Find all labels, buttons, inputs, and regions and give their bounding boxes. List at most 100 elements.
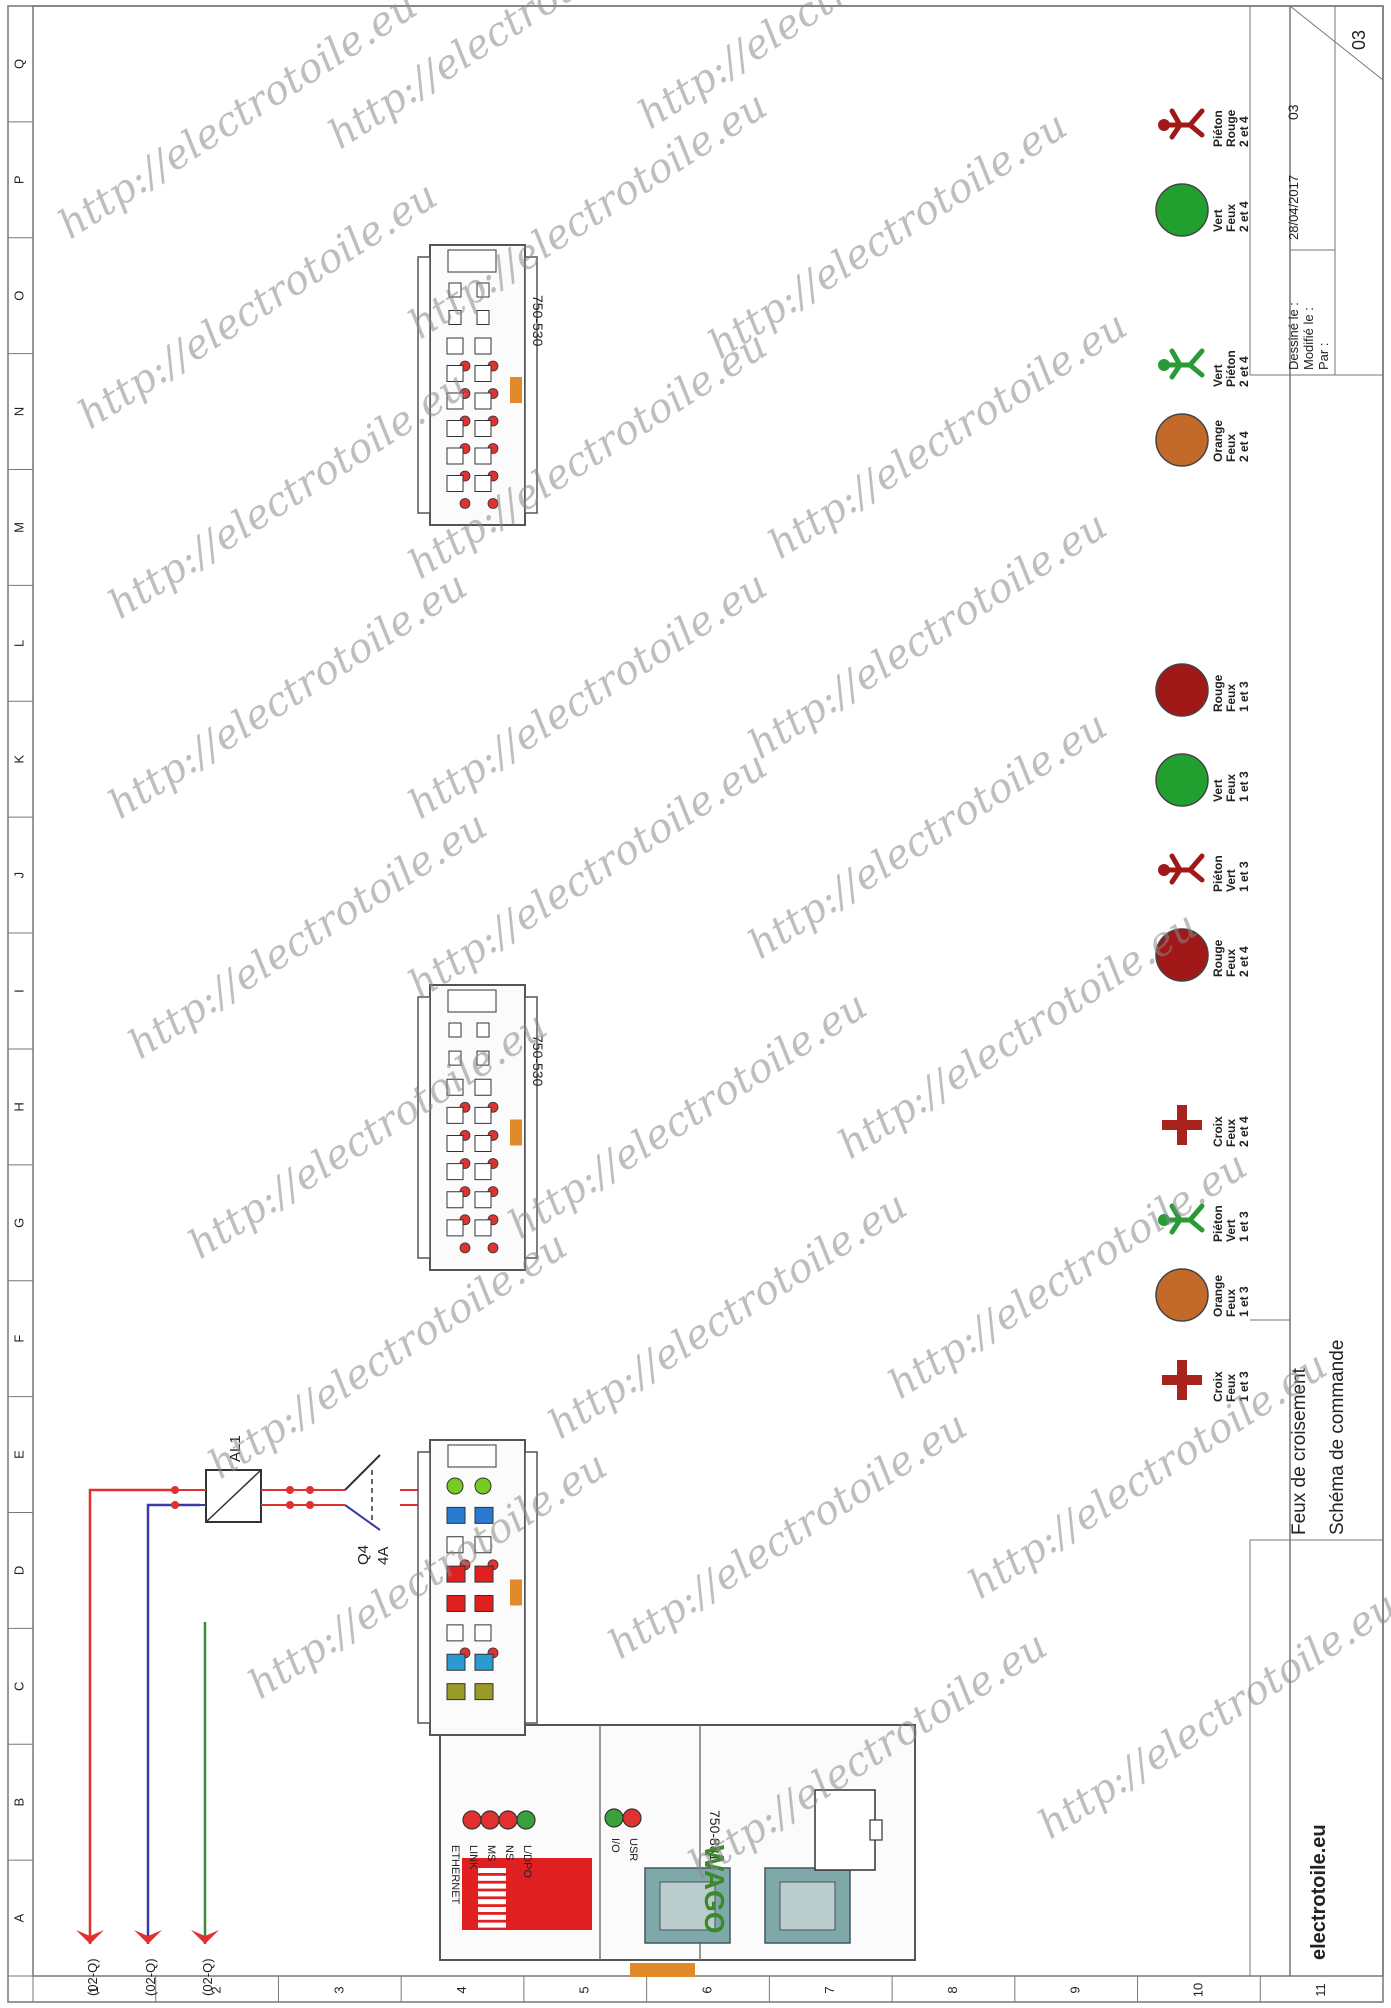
traffic-light-label: Orange bbox=[1211, 1275, 1225, 1317]
grid-col-label: H bbox=[11, 1102, 26, 1111]
sheet-number-small: 03 bbox=[1285, 104, 1301, 120]
io-module-strip bbox=[417, 1439, 538, 1736]
traffic-light-label: 1 et 3 bbox=[1237, 681, 1251, 712]
watermark-text: http://electrotoile.eu bbox=[700, 103, 1075, 369]
status-led bbox=[516, 1810, 536, 1830]
grid-col-label: I bbox=[11, 989, 26, 993]
module-model: 750-530 bbox=[530, 295, 546, 347]
author-label: Par : bbox=[1316, 343, 1331, 370]
traffic-light-label: Rouge bbox=[1211, 674, 1225, 712]
status-led bbox=[604, 1808, 624, 1828]
breaker-label: Q4 bbox=[355, 1545, 372, 1565]
grid-col-label: O bbox=[11, 291, 26, 301]
watermark-text: http://electrotoile.eu bbox=[600, 1403, 975, 1669]
modified-label: Modifié le : bbox=[1301, 307, 1316, 370]
traffic-light-label: 1 et 3 bbox=[1237, 771, 1251, 802]
traffic-light-label: Feux bbox=[1224, 434, 1238, 462]
grid-col-label: A bbox=[11, 1913, 26, 1922]
traffic-light-label: Feux bbox=[1224, 1119, 1238, 1147]
grid-row-label: 3 bbox=[331, 1986, 346, 1993]
traffic-light-label: Croix bbox=[1211, 1116, 1225, 1147]
arrow-marker bbox=[191, 1930, 219, 1944]
traffic-light-label: Feux bbox=[1224, 774, 1238, 802]
traffic-light-label: Rouge bbox=[1211, 939, 1225, 977]
grid-row-label: 6 bbox=[699, 1986, 714, 1993]
grid-row-label: 2 bbox=[209, 1986, 224, 1993]
traffic-light-label: 1 et 3 bbox=[1237, 861, 1251, 892]
traffic-light-label: Feux bbox=[1224, 684, 1238, 712]
traffic-light-label: Feux bbox=[1224, 204, 1238, 232]
grid-col-label: D bbox=[11, 1566, 26, 1575]
drawing-subtitle: Schéma de commande bbox=[1327, 1340, 1348, 1535]
project-title: Feux de croisement bbox=[1289, 1367, 1310, 1535]
din-clip bbox=[630, 1963, 695, 1977]
coupler-led-label: MS bbox=[485, 1845, 497, 1862]
status-led bbox=[462, 1810, 482, 1830]
grid-row-label: 11 bbox=[1313, 1983, 1328, 1997]
coupler-model: 750-881 bbox=[707, 1810, 723, 1862]
watermark-layer: http://electrotoile.euhttp://electrotoil… bbox=[50, 0, 1391, 1888]
coupler-led-label: I/O bbox=[609, 1838, 621, 1853]
traffic-light-label: Piéton bbox=[1211, 855, 1225, 892]
io-modules: 750-530 750-530 bbox=[417, 244, 546, 1736]
drawn-date: 28/04/2017 bbox=[1286, 175, 1301, 240]
grid-col-label: Q bbox=[11, 59, 26, 69]
grid-col-label: L bbox=[11, 640, 26, 647]
grid-col-label: M bbox=[11, 522, 26, 533]
arrow-marker bbox=[76, 1930, 104, 1944]
traffic-light-label: Piéton bbox=[1211, 110, 1225, 147]
traffic-light-label: 2 et 4 bbox=[1237, 116, 1251, 147]
traffic-light-label: Piéton bbox=[1211, 1205, 1225, 1242]
traffic-light-label: Feux bbox=[1224, 1289, 1238, 1317]
traffic-light-label: 2 et 4 bbox=[1237, 356, 1251, 387]
grid-col-label: E bbox=[11, 1450, 26, 1459]
reference-3: (02-Q) bbox=[200, 1958, 215, 1996]
power-supply-label: AL1 bbox=[227, 1435, 244, 1462]
arrow-marker bbox=[134, 1930, 162, 1944]
grid-col-label: J bbox=[11, 872, 26, 879]
grid-col-label: F bbox=[11, 1335, 26, 1343]
status-led bbox=[480, 1810, 500, 1830]
dip-switch[interactable] bbox=[462, 1858, 592, 1930]
coupler-led-label: NS bbox=[503, 1845, 515, 1860]
grid-row-label: 7 bbox=[822, 1986, 837, 1993]
grid-row-label: 9 bbox=[1068, 1986, 1083, 1993]
coupler-label-slot bbox=[814, 1789, 876, 1871]
traffic-light-label: Vert bbox=[1211, 364, 1225, 387]
incoming-wiring: (02-Q) (02-Q) (02-Q) bbox=[76, 1488, 219, 1996]
wago-logo: WAGO bbox=[699, 1845, 730, 1934]
coupler-led-label: L/DPO bbox=[521, 1845, 533, 1878]
traffic-light-label: 1 et 3 bbox=[1237, 1286, 1251, 1317]
traffic-light-label: Feux bbox=[1224, 1374, 1238, 1402]
traffic-light-label: 2 et 4 bbox=[1237, 431, 1251, 462]
traffic-light-label: 1 et 3 bbox=[1237, 1371, 1251, 1402]
watermark-text: http://electrotoile.eu bbox=[630, 0, 1005, 138]
grid-col-label: B bbox=[11, 1798, 26, 1807]
reference-2: (02-Q) bbox=[143, 1958, 158, 1996]
status-led bbox=[622, 1808, 642, 1828]
traffic-light-label: Vert bbox=[1211, 779, 1225, 802]
grid-col-label: C bbox=[11, 1682, 26, 1691]
traffic-light-label: 2 et 4 bbox=[1237, 201, 1251, 232]
grid-row-label: 8 bbox=[945, 1986, 960, 1993]
coupler-led-label: USR bbox=[627, 1838, 639, 1861]
grid-row-label: 10 bbox=[1190, 1983, 1205, 1997]
traffic-light-label: Vert bbox=[1224, 1219, 1238, 1242]
traffic-light-label: Vert bbox=[1224, 869, 1238, 892]
reference-1: (02-Q) bbox=[85, 1958, 100, 1996]
wire-blue bbox=[146, 1503, 200, 1944]
io-module-strip: 750-530 bbox=[417, 984, 546, 1271]
grid-row-label: 1 bbox=[86, 1986, 101, 1993]
grid-col-label: P bbox=[11, 175, 26, 184]
